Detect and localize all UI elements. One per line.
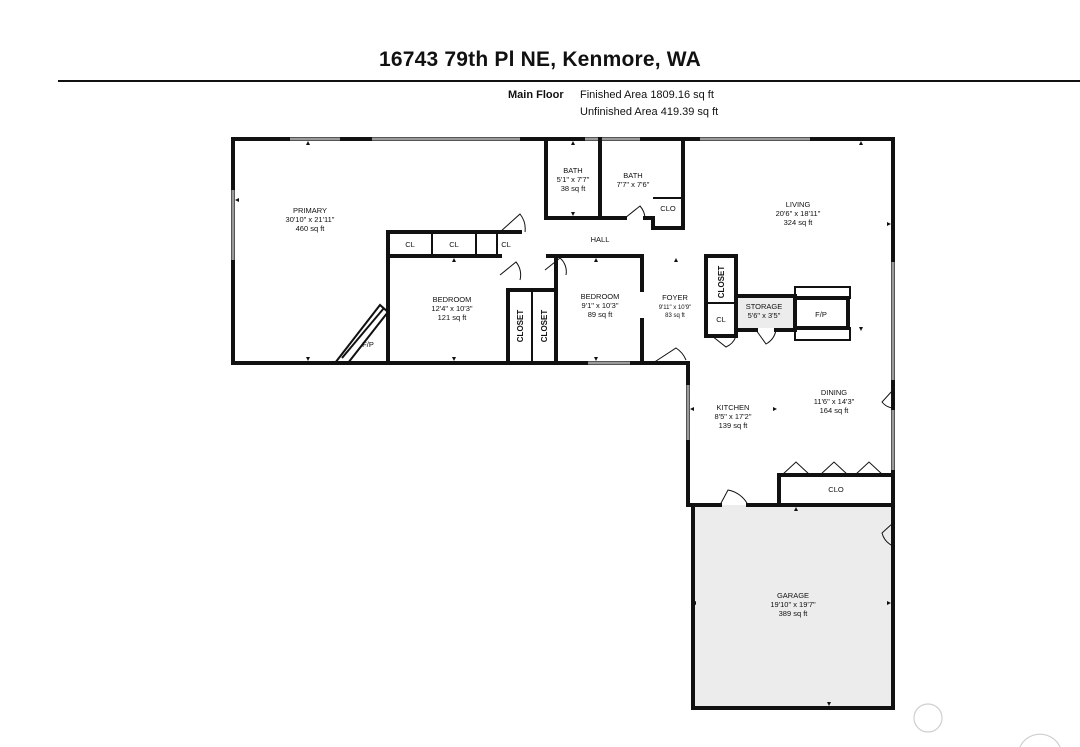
living-dims: 20'6" x 18'11" (776, 209, 821, 218)
cl1-label: CL (405, 240, 415, 249)
kitchen-dims: 8'5" x 17'2" (715, 412, 752, 421)
kitchen-name: KITCHEN (717, 403, 750, 412)
hall-name: HALL (591, 235, 610, 244)
fp-primary-label: F/P (362, 340, 374, 349)
title-divider (58, 80, 1080, 82)
bedroom2-area: 89 sq ft (588, 310, 614, 319)
bath1-area: 38 sq ft (561, 184, 587, 193)
foyer-area: 83 sq ft (665, 313, 685, 319)
clo-bath: CLO (660, 204, 676, 213)
garage-dims: 19'10" x 19'7" (770, 600, 816, 609)
storage-unfinished-fill (738, 296, 794, 328)
cl2-label: CL (449, 240, 459, 249)
finished-area: Finished Area 1809.16 sq ft (580, 89, 714, 101)
windows (231, 137, 895, 470)
primary-dims: 30'10" x 21'11" (286, 215, 335, 224)
storage-name: STORAGE (746, 302, 783, 311)
living-name: LIVING (786, 200, 811, 209)
floor-label: Main Floor (508, 89, 564, 101)
bedroom2-name: BEDROOM (581, 292, 620, 301)
compass-icon (913, 703, 943, 733)
bath1-name: BATH (563, 166, 582, 175)
cl-storage-label: CL (716, 315, 726, 324)
bath1-dims: 5'1" x 7'7" (557, 175, 590, 184)
garage-unfinished-fill (693, 505, 893, 708)
garage-area: 389 sq ft (779, 609, 809, 618)
bedroom1-name: BEDROOM (433, 295, 472, 304)
kitchen-area: 139 sq ft (719, 421, 749, 430)
doors (499, 205, 894, 547)
living-area: 324 sq ft (784, 218, 814, 227)
closet1-label: CLOSET (516, 310, 525, 343)
bedroom1-dims: 12'4" x 10'3" (431, 304, 472, 313)
fp-living-label: F/P (815, 310, 827, 319)
bath2-name: BATH (623, 171, 642, 180)
cl3-label: CL (501, 240, 511, 249)
dining-name: DINING (821, 388, 847, 397)
foyer-dims: 9'11" x 10'9" (659, 305, 691, 311)
dining-area: 164 sq ft (820, 406, 850, 415)
interior-walls (334, 137, 895, 507)
clo-dining: CLO (828, 485, 844, 494)
primary-name: PRIMARY (293, 206, 327, 215)
unfinished-area: Unfinished Area 419.39 sq ft (580, 106, 719, 118)
foyer-name: FOYER (662, 293, 688, 302)
bedroom1-area: 121 sq ft (438, 313, 468, 322)
closet-foyer-label: CLOSET (717, 266, 726, 299)
page-title: 16743 79th Pl NE, Kenmore, WA (378, 48, 702, 71)
dimension-arrows (235, 141, 891, 706)
bath2-dims: 7'7" x 7'6" (617, 180, 650, 189)
primary-area: 460 sq ft (296, 224, 326, 233)
dining-dims: 11'6" x 14'3" (814, 397, 855, 406)
garage-name: GARAGE (777, 591, 809, 600)
storage-dims: 5'6" x 3'5" (748, 311, 781, 320)
bedroom2-dims: 9'1" x 10'3" (582, 301, 619, 310)
closet2-label: CLOSET (540, 310, 549, 343)
